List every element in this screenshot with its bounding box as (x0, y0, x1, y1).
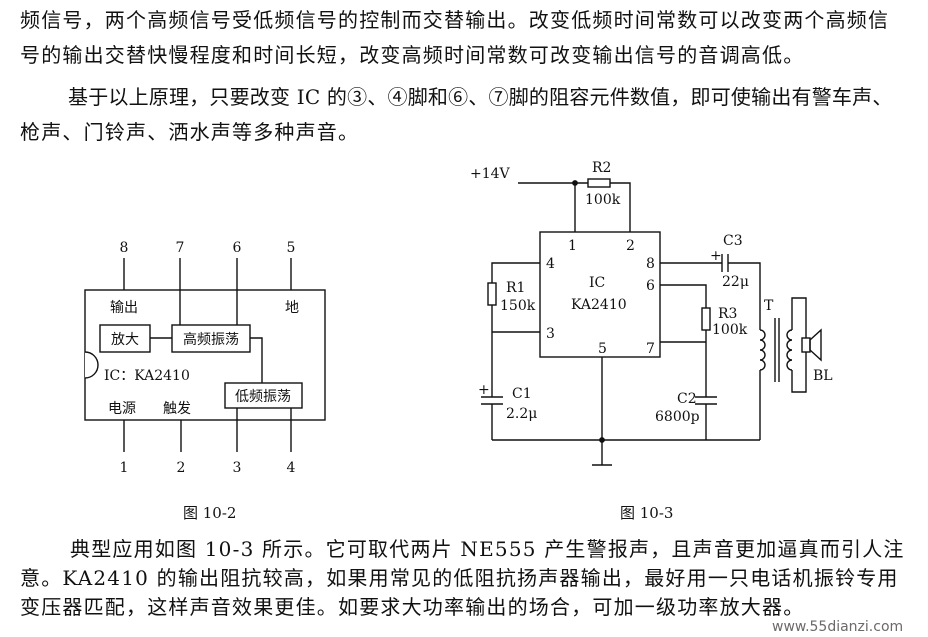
r1-value-label: 150k (500, 298, 536, 314)
amplifier-label: 放大 (111, 332, 139, 348)
r3-value-label: 100k (712, 322, 748, 338)
bottom-paragraph-line-2: 意。KA2410 的输出阻抗较高，如果用常见的低阻抗扬声器输出，最好用一只电话机… (20, 566, 899, 590)
c1-ref-label: C1 (512, 386, 532, 402)
speaker-magnet (801, 337, 811, 353)
ic-pin-3-label: 3 (546, 326, 555, 342)
figure-10-3-labels: +14V R2 100k 1 2 4 8 IC 6 KA2410 3 5 7 R… (470, 160, 833, 522)
r2-value-label: 100k (585, 192, 621, 208)
r3-resistor (701, 307, 711, 331)
top-paragraph-line-2: 号的输出交替快慢程度和时间长短，改变高频时间常数可改变输出信号的音调高低。 (20, 43, 805, 67)
ic-pin-1-label: 1 (568, 238, 577, 254)
r1-resistor (487, 282, 497, 306)
high-freq-osc-label: 高频振荡 (183, 331, 239, 348)
c1-polarity-mark: + (478, 382, 490, 398)
pin-label-4: 4 (287, 460, 296, 476)
low-freq-osc-block (224, 382, 303, 409)
c1-value-label: 2.2μ (506, 406, 537, 422)
ic-part-number-label: KA2410 (571, 297, 627, 313)
r3-ref-label: R3 (718, 306, 737, 322)
c2-value-label: 6800p (655, 409, 700, 425)
ic-pin-7-label: 7 (646, 341, 655, 357)
ground-junction-dot (599, 437, 605, 443)
speaker-cone (809, 328, 822, 362)
ic-pin-6-label: 6 (646, 278, 655, 294)
ic-part-label: IC：KA2410 (104, 368, 190, 384)
low-freq-osc-label: 低频振荡 (235, 389, 291, 405)
ic-pin-8-label: 8 (646, 256, 655, 272)
top-paragraph-line-1: 频信号，两个高频信号受低频信号的控制而交替输出。改变低频时间常数可以改变两个高频… (20, 8, 890, 32)
secondary-top-wire (791, 297, 807, 338)
bottom-paragraph-line-3: 变压器匹配，这样声音效果更佳。如要求大功率输出的场合，可加一级功率放大器。 (20, 595, 805, 619)
pin-label-3: 3 (233, 460, 242, 476)
figure-10-3 (481, 178, 822, 466)
c2-ref-label: C2 (677, 391, 697, 407)
pin-label-6: 6 (233, 240, 242, 256)
ic-pin-4-label: 4 (546, 256, 555, 272)
ground-label: 地 (285, 300, 299, 316)
pin4-to-r1-wire (491, 262, 540, 283)
transformer-label: T (764, 298, 774, 314)
pin-label-2: 2 (177, 460, 186, 476)
r2-to-pin2-wire (610, 182, 631, 232)
output-label: 输出 (110, 300, 138, 316)
top-paragraph-line-4: 枪声、门铃声、洒水声等多种声音。 (20, 120, 360, 144)
speaker-label: BL (813, 368, 833, 384)
ic-body (539, 231, 661, 358)
transformer-primary-coil (759, 329, 766, 371)
pin-label-5: 5 (287, 240, 296, 256)
figure-10-2 (84, 258, 326, 452)
power-label: 电源 (108, 401, 136, 417)
ic-name-label: IC (589, 275, 605, 291)
r2-ref-label: R2 (592, 160, 611, 176)
supply-junction-dot (572, 180, 578, 186)
c3-polarity-mark: + (710, 248, 722, 264)
pin-label-7: 7 (176, 240, 185, 256)
pin6-to-r3-wire (660, 284, 707, 308)
trigger-label: 触发 (163, 401, 191, 417)
figure-10-3-caption: 图 10-3 (620, 504, 673, 522)
ic-pin-2-label: 2 (626, 238, 635, 254)
transformer-secondary-coil (786, 329, 793, 371)
top-paragraph-line-3: 基于以上原理，只要改变 IC 的③、④脚和⑥、⑦脚的阻容元件数值，即可使输出有警… (68, 85, 893, 109)
r1-ref-label: R1 (506, 280, 525, 296)
figure-10-2-caption: 图 10-2 (183, 504, 236, 522)
bottom-paragraph-line-1: 典型应用如图 10-3 所示。它可取代两片 NE555 产生警报声，且声音更加逼… (70, 537, 905, 561)
c3-value-label: 22μ (722, 274, 749, 290)
pin-label-1: 1 (120, 460, 129, 476)
supply-voltage-label: +14V (470, 166, 511, 182)
site-watermark: www.55dianzi.com (772, 619, 904, 635)
figure-10-2-labels: 8 7 6 5 1 2 3 4 输出 地 放大 高频振荡 IC：KA2410 低… (104, 240, 299, 522)
ic-notch (84, 351, 99, 379)
c3-to-transformer-wire (728, 262, 761, 330)
c3-ref-label: C3 (723, 233, 743, 249)
ic-pin-5-label: 5 (598, 341, 607, 357)
r2-resistor (587, 178, 611, 188)
pin-label-8: 8 (120, 240, 129, 256)
hf-to-lf-link (250, 337, 263, 383)
secondary-bottom-wire (791, 352, 807, 393)
